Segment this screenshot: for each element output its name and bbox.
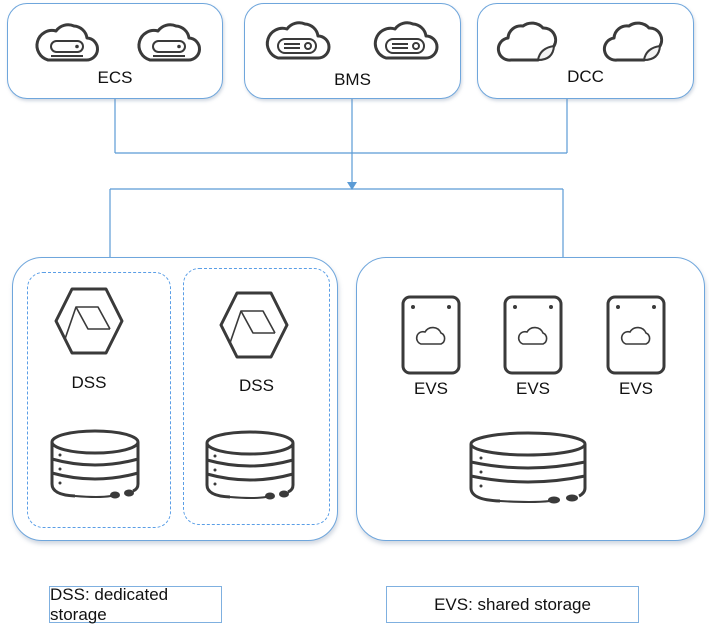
evs-label: EVS <box>515 379 551 398</box>
dss-label: DSS <box>71 373 107 392</box>
hexagon-cube-icon <box>54 287 124 355</box>
arrow-down-icon <box>347 182 357 190</box>
hexagon-cube-icon <box>219 291 289 359</box>
cloud-bare-metal-icon <box>373 21 439 60</box>
cloud-disk-icon <box>401 295 461 375</box>
dss-unit-2[interactable]: DSS <box>183 268 330 525</box>
cloud-page-curl-icon <box>496 21 558 62</box>
evs-label: EVS <box>413 379 449 398</box>
legend-evs-text: EVS: shared storage <box>434 594 591 614</box>
dss-label: DSS <box>239 376 274 395</box>
dcc-label: DCC <box>567 67 604 86</box>
shared-storage-group[interactable]: EVS EVS EVS <box>356 257 705 541</box>
evs-label: EVS <box>618 379 654 398</box>
cloud-disk-icon <box>503 295 563 375</box>
legend-dss-text: DSS: dedicated storage <box>50 584 169 624</box>
cloud-disk-icon <box>606 295 666 375</box>
bms-label: BMS <box>334 70 371 89</box>
cloud-server-icon <box>137 23 201 62</box>
bms-box[interactable]: BMS <box>244 3 461 99</box>
storage-pool-icon <box>205 430 295 500</box>
dss-unit-1[interactable]: DSS <box>27 272 171 528</box>
storage-pool-icon <box>469 431 587 504</box>
storage-pool-icon <box>50 429 140 499</box>
cloud-page-curl-icon <box>602 21 664 62</box>
ecs-box[interactable]: ECS <box>7 3 223 99</box>
legend-evs: EVS: shared storage <box>386 586 639 623</box>
legend-dss: DSS: dedicated storage <box>49 584 222 624</box>
ecs-label: ECS <box>97 68 133 87</box>
cloud-bare-metal-icon <box>265 21 331 60</box>
dcc-box[interactable]: DCC <box>477 3 694 99</box>
cloud-server-icon <box>35 23 99 62</box>
